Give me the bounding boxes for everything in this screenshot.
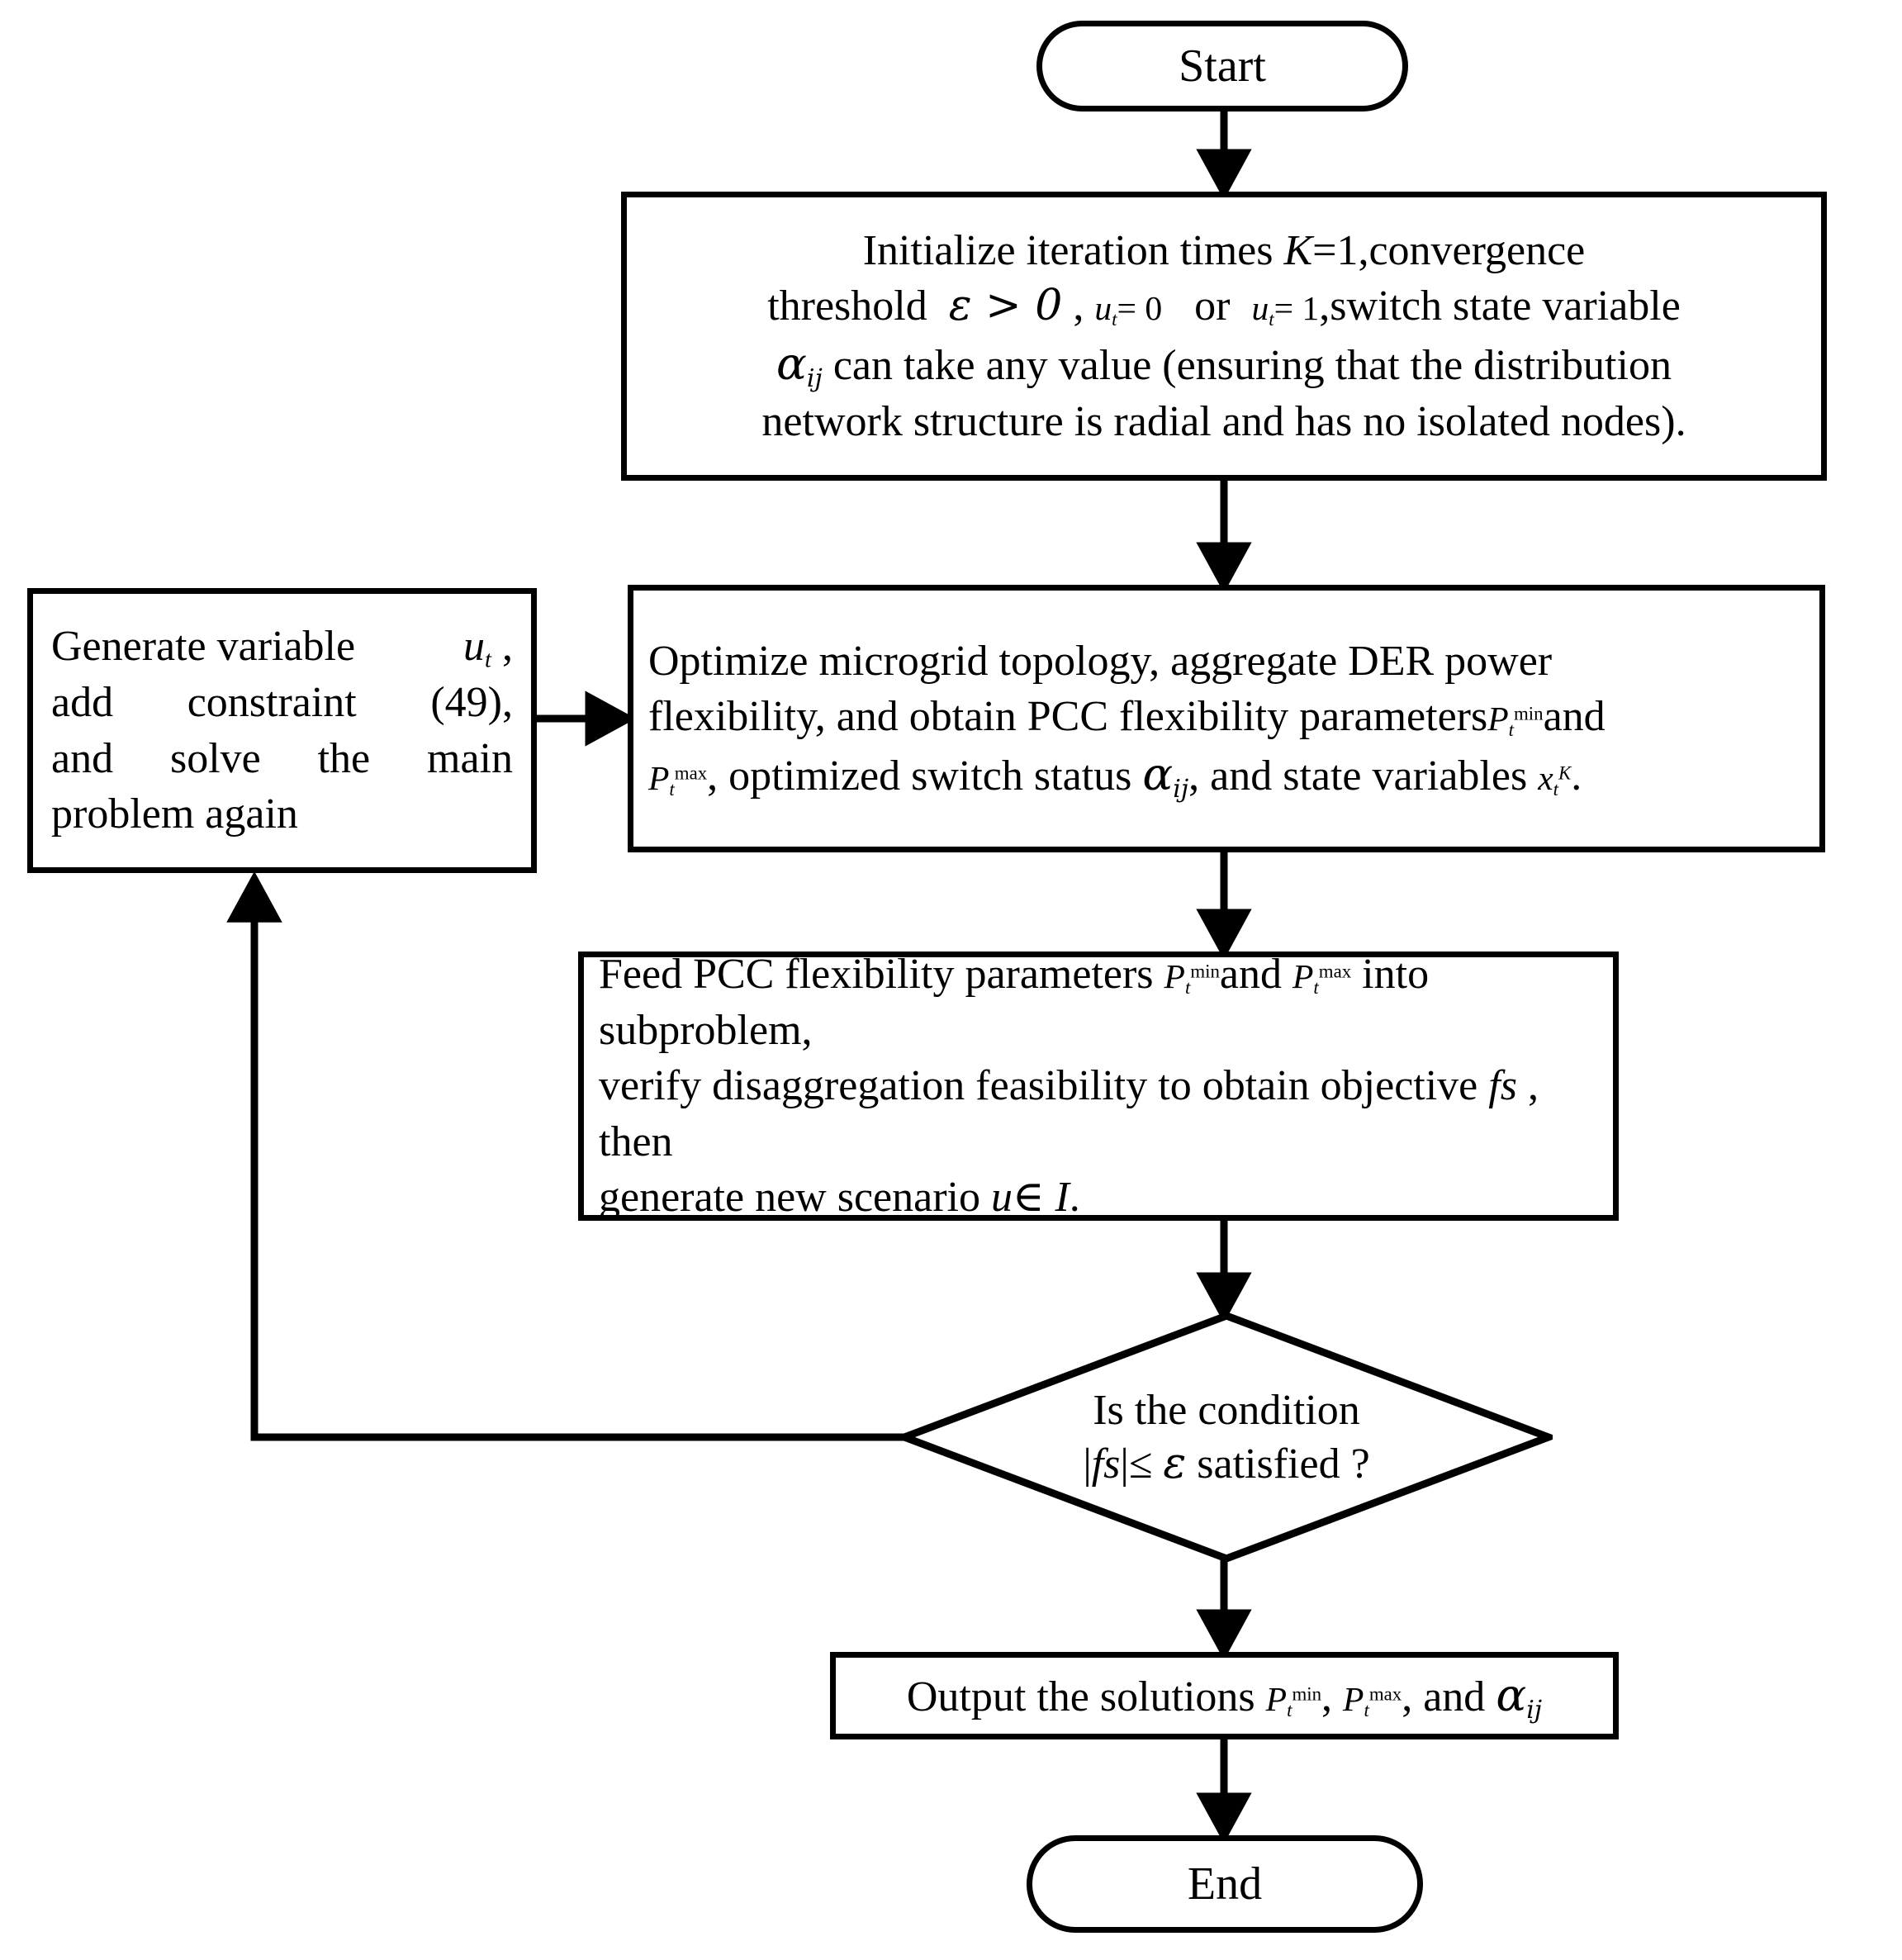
feed-line1-a: Feed PCC flexibility parameters	[599, 951, 1164, 999]
decision-label: Is the condition |fs|≤ ε satisfied ?	[900, 1312, 1553, 1563]
generate-variable-text: Generate variable ut , add constraint (4…	[33, 619, 531, 842]
end-label: End	[1187, 1858, 1263, 1910]
generate-line1-b: ,	[491, 623, 513, 671]
feed-fs: fs	[1488, 1062, 1517, 1110]
initialize-line1-a: Initialize iteration times	[862, 226, 1284, 274]
decision-epsilon: ε	[1163, 1439, 1187, 1488]
initialize-u0-sub: t	[1112, 309, 1117, 330]
initialize-u1-sub: t	[1269, 309, 1274, 330]
decision-line1: Is the condition	[1093, 1387, 1360, 1434]
feed-pcc-text: Feed PCC flexibility parameters Ptminand…	[584, 947, 1613, 1226]
feed-I: I	[1055, 1174, 1070, 1222]
output-P-min-sub: t	[1287, 1700, 1293, 1721]
generate-line2: add constraint (49),	[51, 678, 513, 726]
output-P-max-sub: t	[1364, 1700, 1369, 1721]
optimize-line3-a: , optimized switch status	[707, 752, 1143, 800]
optimize-P-min-sub: t	[1508, 719, 1514, 741]
optimize-line3-c: .	[1571, 752, 1582, 800]
optimize-x-sup: K	[1558, 762, 1572, 784]
output-b: ,	[1321, 1673, 1344, 1721]
feed-P-min: P	[1164, 957, 1185, 996]
optimize-alpha: α	[1142, 747, 1174, 800]
feed-u: u	[990, 1174, 1013, 1222]
initialize-text: Initialize iteration times K=1,convergen…	[748, 223, 1699, 449]
decision-abs-close: |	[1120, 1440, 1129, 1488]
optimize-P-max-sup: max	[674, 762, 708, 784]
output-P-max-sup: max	[1368, 1683, 1402, 1705]
initialize-u1-eq: = 1	[1274, 289, 1320, 328]
feed-line3-a: generate new scenario	[599, 1174, 991, 1222]
initialize-line1-b: =1,convergence	[1312, 226, 1586, 274]
generate-u-sub: t	[485, 647, 491, 673]
initialize-K: K	[1283, 226, 1313, 274]
optimize-P-max-sub: t	[669, 778, 675, 800]
initialize-or: or	[1194, 282, 1231, 330]
generate-line4: problem again	[51, 790, 298, 838]
output-alpha-sub: ij	[1526, 1696, 1543, 1725]
start-label: Start	[1179, 40, 1266, 92]
generate-line1-a: Generate variable	[51, 623, 356, 671]
optimize-P-min: P	[1487, 700, 1509, 738]
initialize-u1: u	[1251, 289, 1269, 328]
optimize-line1: Optimize microgrid topology, aggregate D…	[648, 637, 1553, 685]
feed-line2-b: , then	[599, 1062, 1539, 1165]
decision-fs: fs	[1091, 1440, 1121, 1488]
decision-outline	[900, 1312, 1553, 1563]
optimize-line3-b: , and state variables	[1188, 752, 1539, 800]
initialize-line2-comma: ,	[1073, 282, 1084, 330]
feed-P-max: P	[1293, 957, 1314, 996]
output-P-min-sup: min	[1292, 1683, 1322, 1705]
node-initialize[interactable]: Initialize iteration times K=1,convergen…	[621, 192, 1827, 481]
feed-P-min-sub: t	[1184, 976, 1191, 998]
initialize-u0-eq: = 0	[1117, 289, 1163, 328]
feed-line1-b: and	[1219, 951, 1293, 999]
feed-line2-a: verify disaggregation feasibility to obt…	[599, 1062, 1489, 1110]
optimize-P-max: P	[648, 758, 670, 797]
node-start[interactable]: Start	[1036, 21, 1408, 112]
initialize-line4: network structure is radial and has no i…	[761, 397, 1686, 445]
feed-P-max-sub: t	[1313, 976, 1319, 998]
node-feed-pcc[interactable]: Feed PCC flexibility parameters Ptminand…	[578, 951, 1619, 1221]
optimize-x-sub: t	[1553, 778, 1559, 800]
node-output[interactable]: Output the solutions Ptmin, Ptmax, and α…	[830, 1652, 1619, 1739]
node-optimize[interactable]: Optimize microgrid topology, aggregate D…	[628, 585, 1825, 852]
output-c: , and	[1402, 1673, 1496, 1721]
initialize-epsilon-expr: ε > 0	[948, 281, 1063, 331]
initialize-alpha: α	[776, 337, 807, 390]
initialize-line2-a: threshold	[767, 282, 927, 330]
feed-P-max-sup: max	[1318, 961, 1352, 982]
output-P-max: P	[1343, 1680, 1364, 1719]
node-end[interactable]: End	[1027, 1835, 1423, 1933]
initialize-line3-b: can take any value (ensuring that the di…	[822, 342, 1672, 389]
optimize-text: Optimize microgrid topology, aggregate D…	[633, 634, 1819, 804]
output-text: Output the solutions Ptmin, Ptmax, and α…	[895, 1666, 1553, 1725]
decision-tail: satisfied ?	[1186, 1440, 1370, 1488]
feed-line1-c: into subproblem,	[599, 951, 1430, 1054]
generate-u: u	[463, 623, 486, 671]
feed-in: ∈	[1012, 1174, 1045, 1222]
optimize-P-min-sup: min	[1514, 703, 1544, 724]
decision-le: ≤	[1128, 1440, 1153, 1488]
node-decision[interactable]: Is the condition |fs|≤ ε satisfied ?	[900, 1312, 1553, 1563]
optimize-line2-b: and	[1543, 693, 1606, 741]
optimize-x: x	[1538, 758, 1553, 797]
output-P-min: P	[1265, 1680, 1288, 1719]
initialize-u0: u	[1094, 289, 1112, 328]
feed-P-min-sup: min	[1190, 961, 1220, 982]
output-a: Output the solutions	[906, 1673, 1266, 1721]
decision-abs-open: |	[1083, 1440, 1092, 1488]
optimize-line2-a: flexibility, and obtain PCC flexibility …	[648, 693, 1488, 741]
generate-line3: and solve the main	[51, 734, 513, 782]
initialize-alpha-sub: ij	[806, 364, 823, 393]
initialize-line2-c: ,switch state variable	[1319, 282, 1681, 330]
node-generate-variable[interactable]: Generate variable ut , add constraint (4…	[27, 588, 537, 873]
feed-line3-b: .	[1069, 1174, 1080, 1222]
optimize-alpha-sub: ij	[1173, 774, 1189, 804]
output-alpha: α	[1496, 1668, 1527, 1722]
